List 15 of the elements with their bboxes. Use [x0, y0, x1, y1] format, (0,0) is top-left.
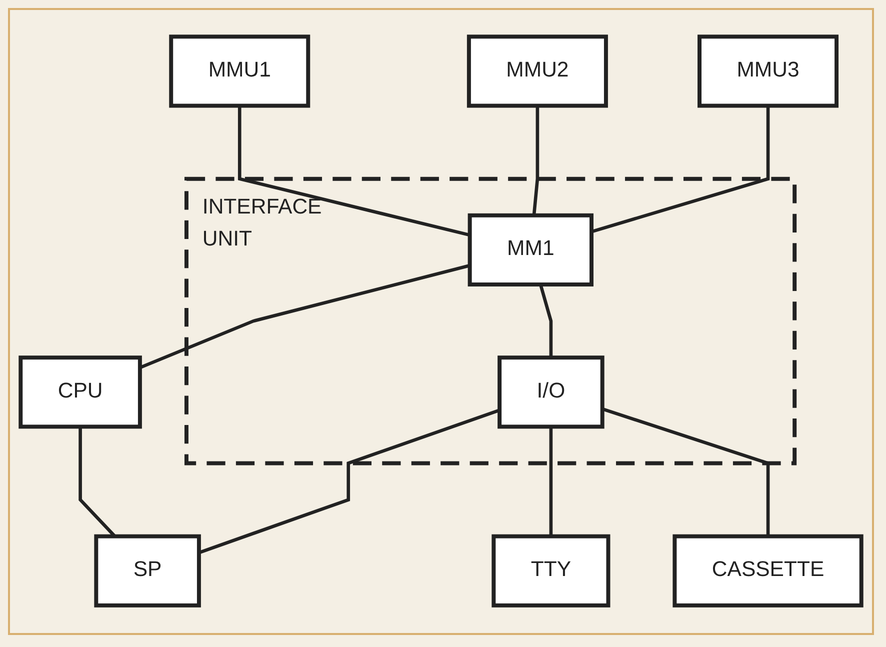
cluster — [184, 177, 797, 466]
block-diagram: MMU1 MMU2 MMU3 INTERFACE UNIT MM1 CPU I/O SP TTY CASSETTE — [10, 26, 872, 617]
node-box — [94, 534, 201, 608]
connector — [549, 427, 553, 537]
node-box — [672, 534, 864, 608]
node-box — [498, 356, 604, 430]
connector — [538, 284, 553, 358]
node-box — [468, 214, 594, 287]
connector — [591, 106, 770, 234]
connector — [532, 106, 540, 216]
node-box — [698, 35, 839, 108]
node-box — [18, 356, 142, 430]
node-box — [492, 534, 610, 608]
node-box — [466, 35, 608, 108]
node-box — [169, 35, 310, 108]
